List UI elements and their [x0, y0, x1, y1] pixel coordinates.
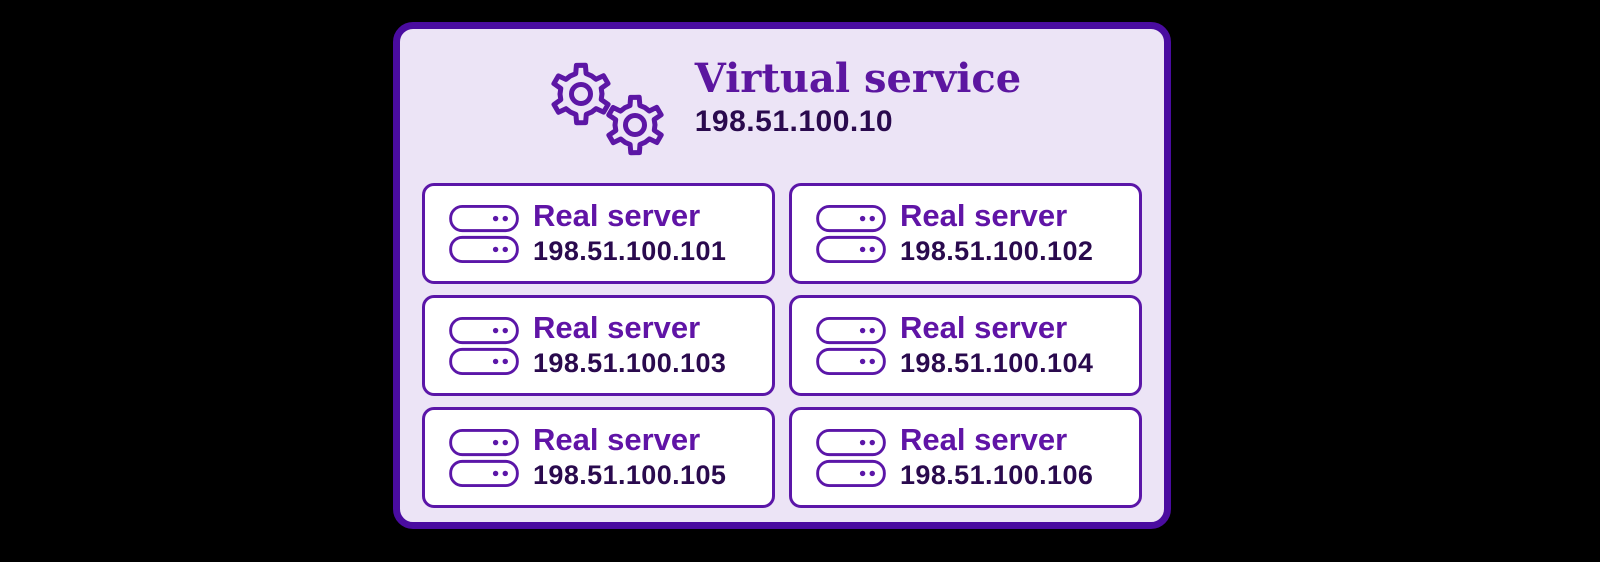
server-led-dot [502, 470, 508, 476]
real-server-label: Real server [533, 309, 701, 345]
server-led-dot [859, 246, 866, 252]
server-bay [449, 204, 519, 232]
server-led-dot [492, 358, 499, 364]
server-led-dot [859, 439, 866, 445]
server-led-dot [859, 215, 866, 221]
virtual-service-ip: 198.51.100.10 [694, 105, 894, 138]
server-bay [449, 316, 519, 344]
gear-large-hole [568, 82, 593, 106]
server-led-dot [492, 215, 499, 221]
gear-small-hole [622, 113, 647, 137]
real-server-ip: 198.51.100.104 [900, 348, 1094, 379]
real-server-text: Real server 198.51.100.103 [533, 309, 727, 380]
server-led-dot [859, 327, 866, 333]
real-server-box-1: Real server 198.51.100.101 [422, 183, 775, 284]
server-led-dot [502, 358, 508, 364]
server-led-dot [869, 246, 875, 252]
server-icon [816, 428, 886, 487]
gear-large [551, 62, 611, 126]
server-bay [816, 204, 886, 232]
gears-icon [551, 62, 664, 156]
virtual-service-header: Virtual service 198.51.100.10 [400, 29, 1164, 158]
server-led-dot [492, 439, 499, 445]
real-server-text: Real server 198.51.100.106 [900, 421, 1094, 492]
server-led-dot [869, 327, 875, 333]
server-icon [449, 316, 519, 375]
server-icon [449, 204, 519, 263]
real-server-text: Real server 198.51.100.101 [533, 197, 727, 268]
real-server-ip: 198.51.100.106 [900, 460, 1094, 491]
real-server-label: Real server [900, 421, 1068, 457]
server-icon [449, 428, 519, 487]
server-led-dot [869, 358, 875, 364]
real-servers-grid: Real server 198.51.100.101 Real server 1… [400, 183, 1164, 508]
server-bay [816, 347, 886, 375]
server-bay [816, 316, 886, 344]
server-bay [449, 459, 519, 487]
server-icon [816, 204, 886, 263]
server-bay [449, 347, 519, 375]
real-server-ip: 198.51.100.102 [900, 236, 1094, 267]
real-server-box-2: Real server 198.51.100.102 [789, 183, 1142, 284]
server-led-dot [502, 246, 508, 252]
server-led-dot [502, 327, 508, 333]
server-led-dot [869, 215, 875, 221]
virtual-service-text: Virtual service 198.51.100.10 [695, 58, 1021, 139]
gear-small [606, 94, 664, 156]
server-led-dot [502, 439, 508, 445]
real-server-label: Real server [533, 197, 701, 233]
real-server-box-3: Real server 198.51.100.103 [422, 295, 775, 396]
real-server-label: Real server [900, 309, 1068, 345]
virtual-service-title: Virtual service [694, 55, 1022, 102]
server-led-dot [859, 358, 866, 364]
server-led-dot [859, 470, 866, 476]
server-icon [816, 316, 886, 375]
server-bay [449, 235, 519, 263]
virtual-service-card: Virtual service 198.51.100.10 Real serve… [393, 22, 1171, 529]
server-bay [816, 235, 886, 263]
server-led-dot [869, 439, 875, 445]
server-led-dot [869, 470, 875, 476]
real-server-ip: 198.51.100.101 [533, 236, 727, 267]
real-server-label: Real server [533, 421, 701, 457]
real-server-box-4: Real server 198.51.100.104 [789, 295, 1142, 396]
real-server-text: Real server 198.51.100.102 [900, 197, 1094, 268]
real-server-box-6: Real server 198.51.100.106 [789, 407, 1142, 508]
server-led-dot [502, 215, 508, 221]
real-server-ip: 198.51.100.105 [533, 460, 727, 491]
real-server-text: Real server 198.51.100.104 [900, 309, 1094, 380]
real-server-text: Real server 198.51.100.105 [533, 421, 727, 492]
real-server-label: Real server [900, 197, 1068, 233]
server-led-dot [492, 327, 499, 333]
server-led-dot [492, 470, 499, 476]
server-led-dot [492, 246, 499, 252]
real-server-ip: 198.51.100.103 [533, 348, 727, 379]
server-bay [816, 459, 886, 487]
real-server-box-5: Real server 198.51.100.105 [422, 407, 775, 508]
server-bay [449, 428, 519, 456]
server-bay [816, 428, 886, 456]
